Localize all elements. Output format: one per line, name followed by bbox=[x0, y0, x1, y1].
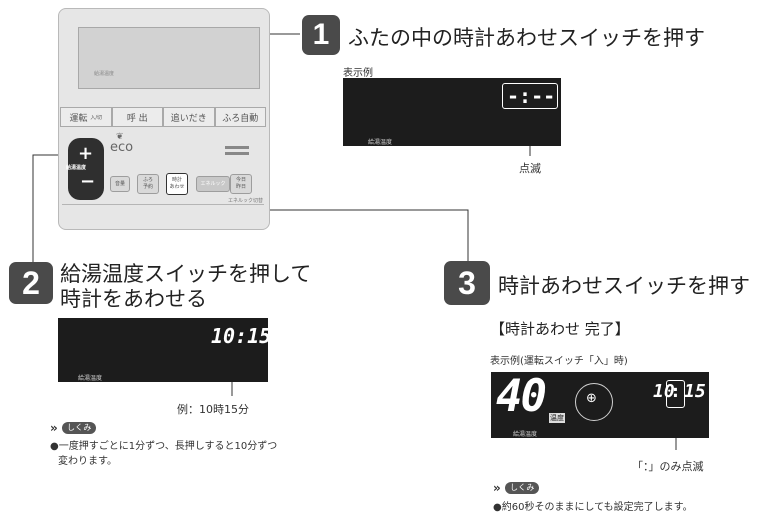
temp-down-button[interactable]: − bbox=[80, 171, 96, 192]
clock-set-button[interactable]: 時計あわせ bbox=[166, 173, 188, 195]
step3-time-colon: : bbox=[670, 381, 681, 402]
temp-up-button[interactable]: + bbox=[78, 143, 94, 164]
step2-time-display: 10:15 bbox=[211, 324, 272, 348]
step3-shikumi-arrow-icon: » bbox=[493, 481, 501, 495]
step3-blink-note: 「：」のみ点滅 bbox=[632, 460, 704, 473]
temp-switch-label: 給湯温度 bbox=[66, 165, 87, 171]
step3-time-hour: 10 bbox=[653, 381, 675, 402]
remote-screen-caption: 給湯温度 bbox=[94, 71, 115, 77]
step3-temp-unit: 温度 bbox=[549, 413, 565, 423]
step3-dial-icon bbox=[575, 383, 613, 421]
step3-complete: 【時計あわせ 完了】 bbox=[490, 320, 630, 338]
remote-lid-edge bbox=[62, 204, 264, 217]
call-button[interactable]: 呼 出 bbox=[111, 107, 163, 127]
temp-switch[interactable] bbox=[68, 138, 104, 200]
step3-temp-display: 40 bbox=[496, 371, 547, 422]
step2-shikumi-badge: しくみ bbox=[62, 422, 97, 434]
step3-display-caption: 給湯温度 bbox=[513, 431, 538, 438]
menu-bars-icon bbox=[225, 146, 249, 158]
step1-badge: 1 bbox=[302, 15, 340, 55]
step2-shikumi-arrow-icon: » bbox=[50, 421, 58, 435]
step2-note-line2: 変わります。 bbox=[58, 456, 117, 467]
faucet-icon: ⊕ bbox=[586, 391, 597, 406]
step3-colon-frame bbox=[666, 380, 685, 408]
step3-time-min: 15 bbox=[684, 381, 706, 402]
ener-look-switch-label: エネルック切替 bbox=[228, 198, 264, 204]
step2-lcd bbox=[58, 318, 268, 382]
today-yesterday-button[interactable]: 今日昨日 bbox=[230, 174, 252, 194]
volume-button[interactable]: 音量 bbox=[110, 176, 130, 192]
step3-shikumi-badge: しくみ bbox=[505, 482, 540, 494]
step2-display-caption: 給湯温度 bbox=[78, 375, 103, 382]
step1-blink-note: 点滅 bbox=[519, 162, 541, 175]
ener-look-button[interactable]: エネルック bbox=[196, 176, 230, 192]
step1-display-caption: 給湯温度 bbox=[368, 139, 393, 146]
auto-bath-button[interactable]: ふろ自動 bbox=[214, 107, 266, 127]
step2-title-line2: 時計をあわせる bbox=[60, 287, 207, 311]
power-button[interactable]: 運転 入/切 bbox=[60, 107, 112, 127]
step2-note-line1: ●一度押すごとに1分ずつ、長押しすると10分ずつ bbox=[50, 441, 278, 452]
step1-title: ふたの中の時計あわせスイッチを押す bbox=[348, 26, 705, 50]
step3-title: 時計あわせスイッチを押す bbox=[498, 274, 750, 298]
remote-button-row: 運転 入/切 呼 出 追いだき ふろ自動 bbox=[60, 107, 266, 127]
step1-time-display: -:-- bbox=[507, 84, 556, 108]
remote-screen bbox=[78, 27, 260, 89]
step3-display-label: 表示例(運転スイッチ「入」時) bbox=[490, 356, 628, 367]
step3-note: ●約60秒そのままにしても設定完了します。 bbox=[493, 502, 693, 513]
step2-badge: 2 bbox=[9, 262, 53, 304]
reheat-button[interactable]: 追いだき bbox=[163, 107, 215, 127]
step1-time-frame bbox=[502, 83, 558, 109]
bath-reserve-button[interactable]: ふろ予約 bbox=[137, 174, 159, 194]
step1-display-label: 表示例 bbox=[343, 68, 373, 79]
step2-title-line1: 給湯温度スイッチを押して bbox=[60, 262, 312, 286]
leaf-icon: ❦ bbox=[116, 132, 124, 142]
step1-lcd bbox=[343, 78, 561, 146]
eco-indicator: eco bbox=[110, 140, 134, 155]
step3-badge: 3 bbox=[444, 261, 490, 305]
step2-example: 例：10時15分 bbox=[177, 403, 249, 416]
